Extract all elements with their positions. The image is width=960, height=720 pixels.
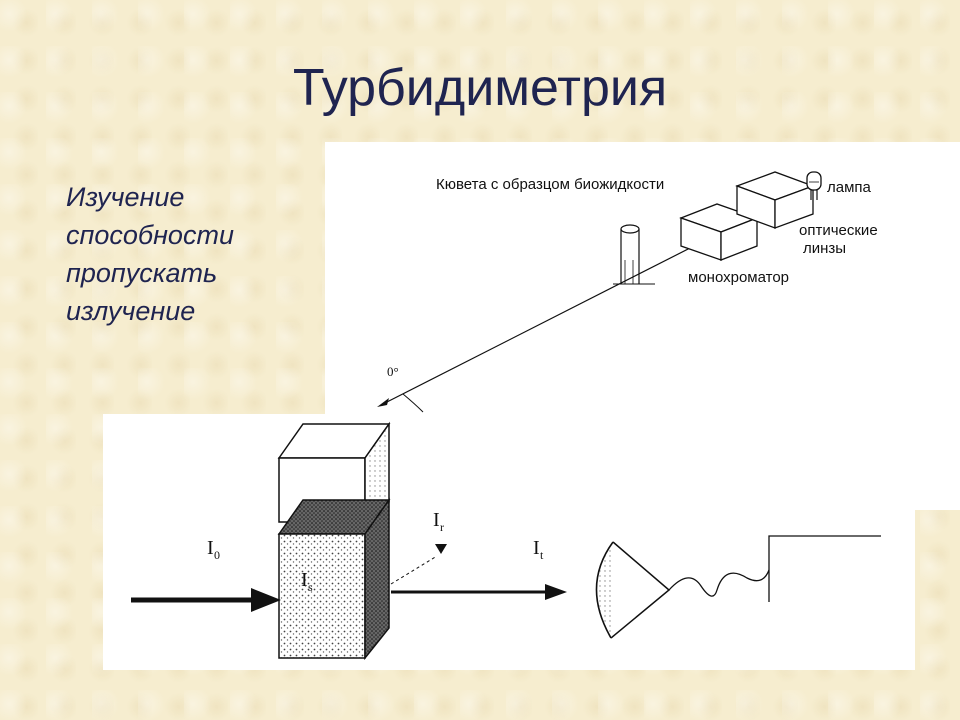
incident-intensity-sub: 0 <box>214 548 220 562</box>
monochromator-box <box>679 203 759 261</box>
lamp-label: лампа <box>827 179 872 196</box>
light-transmission-figure: I 0 I s I r I t <box>103 414 915 670</box>
angle-arc <box>402 393 424 413</box>
lens-label-line2: линзы <box>803 240 846 257</box>
turbidimeter-setup-figure: 0° Кювета с обр <box>325 142 960 414</box>
transmitted-intensity-label: I <box>533 537 540 559</box>
lamp-icon <box>806 171 822 200</box>
incident-beam-arrow <box>131 588 281 612</box>
detector-shape <box>595 535 881 639</box>
figure-edge-fill <box>915 414 960 510</box>
reflected-intensity-sub: r <box>440 520 444 534</box>
incident-intensity-label: I <box>207 537 214 559</box>
caption-line-4: излучение <box>66 296 196 326</box>
caption-line-1: Изучение <box>66 182 185 212</box>
lens-box <box>735 171 815 229</box>
lens-label-line1: оптические <box>799 222 878 239</box>
transmitted-intensity-sub: t <box>540 548 544 562</box>
scattered-intensity-label: I <box>301 569 308 591</box>
reflected-beam-ray <box>390 544 447 585</box>
turbidimeter-setup-drawing: 0° Кювета с обр <box>377 171 878 413</box>
caption-line-2: способности <box>66 220 234 250</box>
cuvette-shape <box>620 224 640 284</box>
caption-line-3: пропускать <box>66 258 218 288</box>
scattered-intensity-sub: s <box>308 580 313 594</box>
cuvette-sample-liquid <box>277 497 391 661</box>
transmitted-beam-arrow <box>391 584 567 600</box>
angle-label: 0° <box>387 364 399 379</box>
beam-arrowhead <box>377 398 389 407</box>
monochromator-label: монохроматор <box>688 269 789 286</box>
slide-caption: Изучение способности пропускать излучени… <box>66 178 306 330</box>
light-transmission-drawing: I 0 I s I r I t <box>131 421 881 661</box>
cuvette-label: Кювета с образцом биожидкости <box>436 176 664 193</box>
reflected-intensity-label: I <box>433 509 440 531</box>
slide-title: Турбидиметрия <box>292 59 668 117</box>
